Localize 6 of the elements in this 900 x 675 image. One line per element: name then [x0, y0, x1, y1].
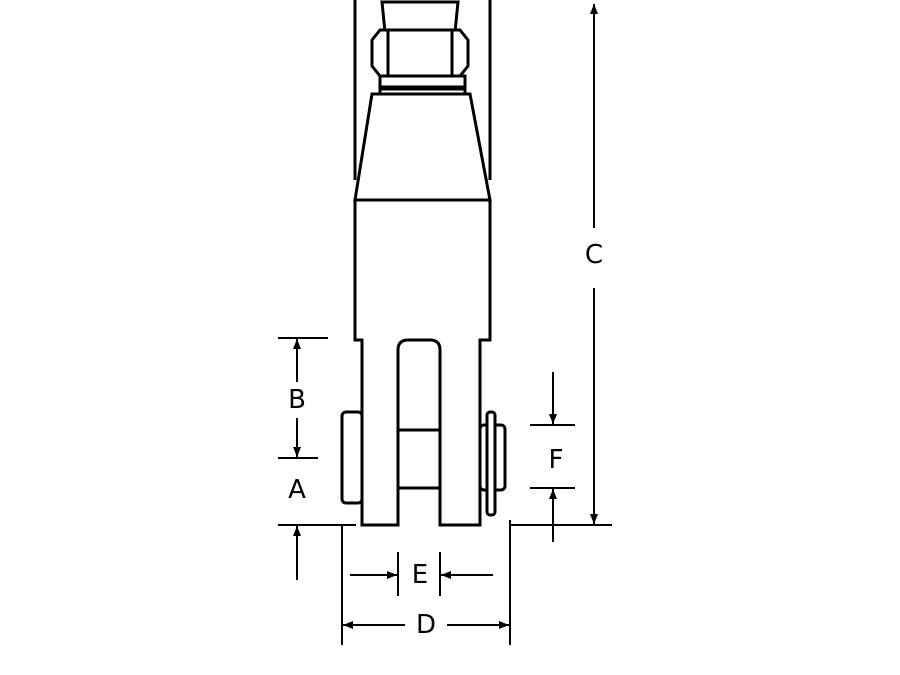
dimension-label: D — [416, 610, 436, 640]
dimension-label: A — [288, 475, 306, 505]
dimension-label: C — [584, 240, 604, 270]
dimension-label: B — [288, 385, 306, 415]
dimension-label: E — [412, 560, 428, 590]
dimension-label: F — [548, 445, 564, 475]
